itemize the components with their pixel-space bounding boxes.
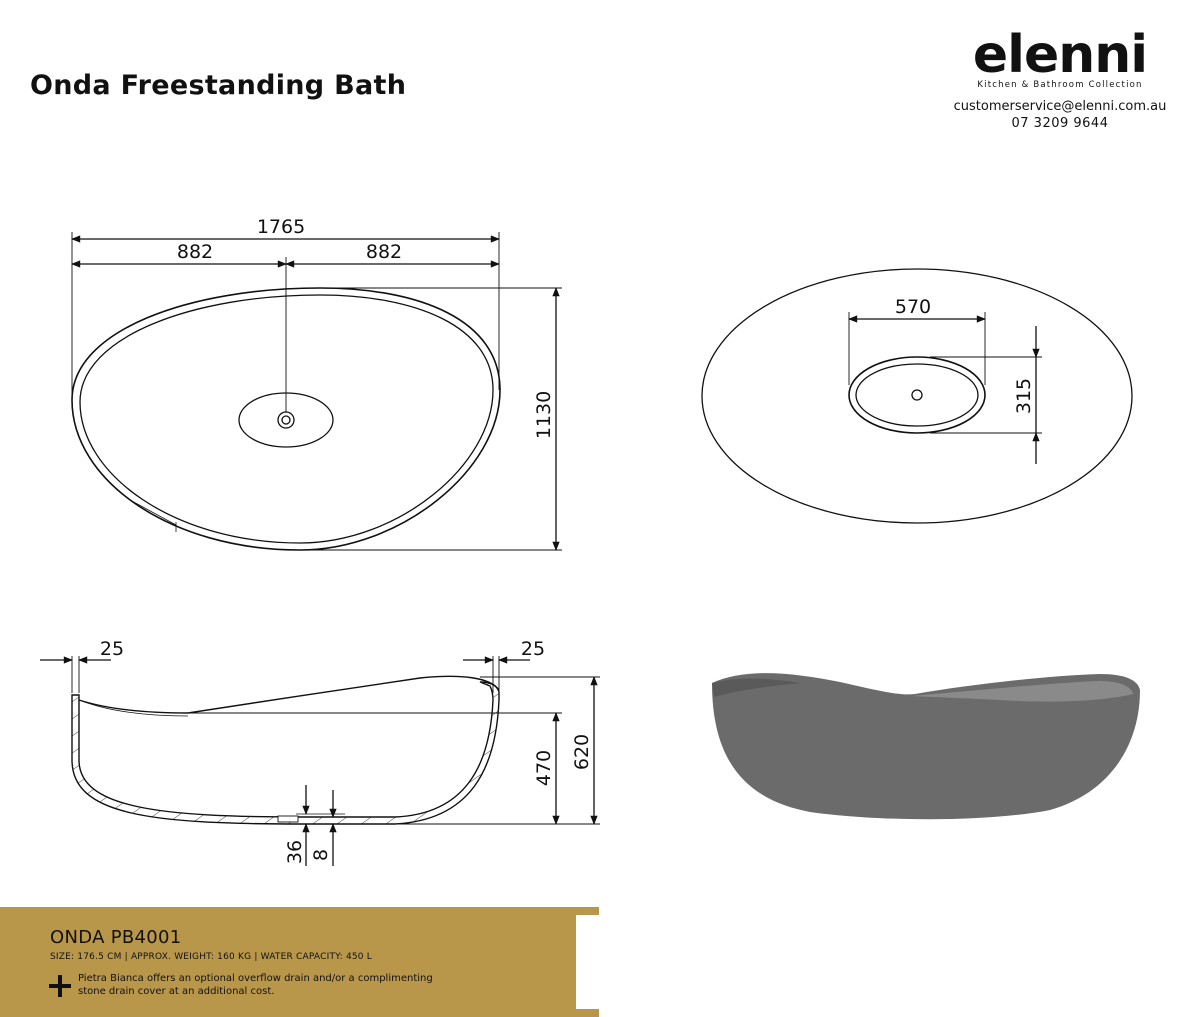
logo-wordmark: elenni — [975, 28, 1145, 82]
dim-wall-left: 25 — [100, 638, 124, 660]
plus-icon — [49, 975, 71, 997]
dim-inner-depth: 470 — [533, 750, 555, 786]
footer-notch — [576, 915, 599, 1009]
section-shell — [71, 681, 500, 825]
base-view: 570 315 — [701, 268, 1133, 524]
plan-outer-rim — [71, 287, 501, 551]
dim-half-left: 882 — [177, 241, 213, 263]
brand-block: elenni Kitchen & Bathroom Collection cus… — [940, 28, 1180, 131]
plan-view: 1765 882 882 1130 — [71, 216, 562, 551]
plan-drain-hole-outer — [277, 411, 295, 429]
dim-overall-length: 1765 — [257, 216, 305, 238]
render-body — [712, 673, 1140, 820]
bath-render — [712, 673, 1140, 820]
contact-phone[interactable]: 07 3209 9644 — [1011, 116, 1109, 131]
dim-base-thickness: 8 — [310, 849, 332, 861]
dim-drain-depth: 36 — [284, 840, 306, 864]
brand-tagline: Kitchen & Bathroom Collection — [977, 80, 1143, 90]
render-inner — [912, 681, 1133, 702]
base-drain-outer — [848, 356, 986, 434]
dim-overall-width: 1130 — [533, 391, 555, 439]
model-specs: SIZE: 176.5 CM | APPROX. WEIGHT: 160 KG … — [50, 952, 372, 962]
page-title: Onda Freestanding Bath — [30, 70, 407, 101]
plan-inner-rim — [79, 294, 494, 544]
dim-drain-width: 315 — [1013, 378, 1035, 414]
dim-overall-height: 620 — [571, 734, 593, 770]
base-drain-inner — [855, 363, 979, 427]
section-rim-line — [78, 675, 500, 714]
model-name: ONDA PB4001 — [50, 927, 182, 948]
render-rim-shadow — [712, 678, 800, 697]
plan-drain-hole-inner — [281, 415, 291, 425]
dim-drain-length: 570 — [895, 296, 931, 318]
footer-note: Pietra Bianca offers an optional overflo… — [78, 973, 433, 997]
base-outer-ellipse — [701, 268, 1133, 524]
footer-panel: ONDA PB4001 SIZE: 176.5 CM | APPROX. WEI… — [0, 907, 599, 1017]
dim-half-right: 882 — [366, 241, 402, 263]
side-section: 25 25 470 620 36 8 — [40, 638, 600, 866]
base-drain-hole — [911, 389, 923, 401]
elenni-logo: elenni — [975, 28, 1145, 82]
dim-wall-right: 25 — [521, 638, 545, 660]
contact-email[interactable]: customerservice@elenni.com.au — [953, 99, 1167, 114]
